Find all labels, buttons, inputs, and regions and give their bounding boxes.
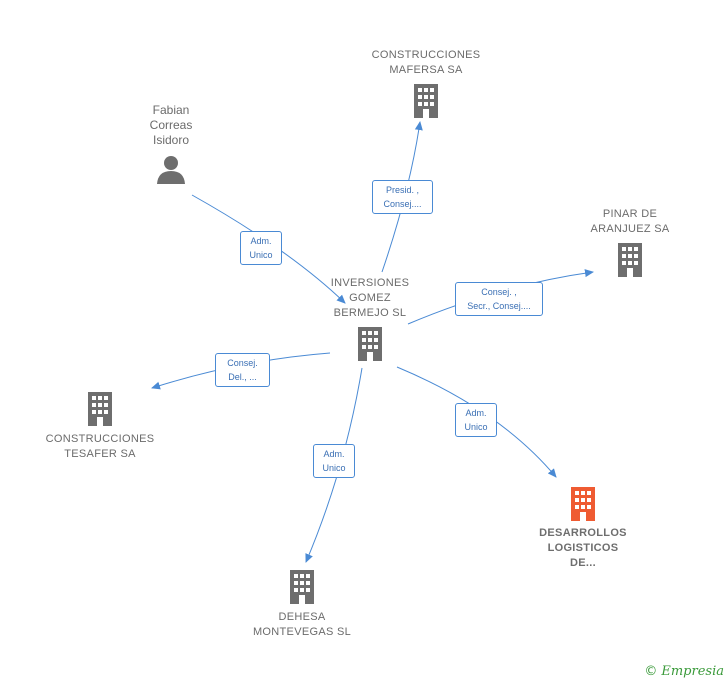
edge-label-line: Presid. ,: [385, 185, 419, 195]
building-icon: [290, 570, 314, 604]
node-fabian-correas-isidoro[interactable]: Fabian Correas Isidoro: [121, 103, 221, 184]
building-icon: [88, 392, 112, 426]
edge-label-line: Consej.: [227, 358, 258, 368]
edge-label-line: Adm.: [465, 408, 487, 418]
person-icon: [157, 156, 185, 184]
building-icon: [618, 243, 642, 277]
node-label: DESARROLLOS LOGISTICOS DE...: [539, 527, 627, 569]
node-label: Fabian Correas Isidoro: [149, 103, 193, 147]
edge-label-line: Unico: [249, 250, 273, 260]
brand-name: Empresia: [661, 664, 724, 679]
edge-label-gomez-desarrollos[interactable]: Adm. Unico: [455, 403, 497, 437]
footer-brand[interactable]: ©Empresia: [644, 664, 724, 679]
node-desarrollos-logisticos[interactable]: DESARROLLOS LOGISTICOS DE...: [523, 487, 643, 571]
edge-label-line: Consej. ,: [481, 287, 517, 297]
node-dehesa-montevegas[interactable]: DEHESA MONTEVEGAS SL: [242, 570, 362, 640]
node-label: INVERSIONES GOMEZ BERMEJO SL: [330, 277, 410, 319]
node-label: CONSTRUCCIONES TESAFER SA: [45, 433, 155, 460]
building-icon: [358, 327, 382, 361]
node-construcciones-mafersa[interactable]: CONSTRUCCIONES MAFERSA SA: [356, 48, 496, 118]
edge-label-line: Adm.: [323, 449, 345, 459]
edge-label-line: Adm.: [250, 236, 272, 246]
building-icon: [571, 487, 595, 521]
node-pinar-de-aranjuez[interactable]: PINAR DE ARANJUEZ SA: [570, 207, 690, 277]
edge-label-line: Unico: [464, 422, 488, 432]
node-label: CONSTRUCCIONES MAFERSA SA: [371, 49, 481, 76]
edge-label-line: Unico: [322, 463, 346, 473]
edge-label-line: Consej....: [383, 199, 422, 209]
building-icon: [414, 84, 438, 118]
copyright-symbol: ©: [644, 664, 658, 679]
edge-label-gomez-pinar[interactable]: Consej. , Secr., Consej....: [455, 282, 543, 316]
node-inversiones-gomez-bermejo[interactable]: INVERSIONES GOMEZ BERMEJO SL: [310, 276, 430, 361]
edge-label-fabian-gomez[interactable]: Adm. Unico: [240, 231, 282, 265]
node-label: DEHESA MONTEVEGAS SL: [252, 611, 352, 638]
edge-label-line: Secr., Consej....: [467, 301, 531, 311]
edge-label-line: Del., ...: [228, 372, 257, 382]
edge-label-gomez-mafersa[interactable]: Presid. , Consej....: [372, 180, 433, 214]
edge-label-gomez-tesafer[interactable]: Consej. Del., ...: [215, 353, 270, 387]
edge-label-gomez-dehesa[interactable]: Adm. Unico: [313, 444, 355, 478]
node-label: PINAR DE ARANJUEZ SA: [590, 208, 670, 235]
node-construcciones-tesafer[interactable]: CONSTRUCCIONES TESAFER SA: [30, 392, 170, 462]
